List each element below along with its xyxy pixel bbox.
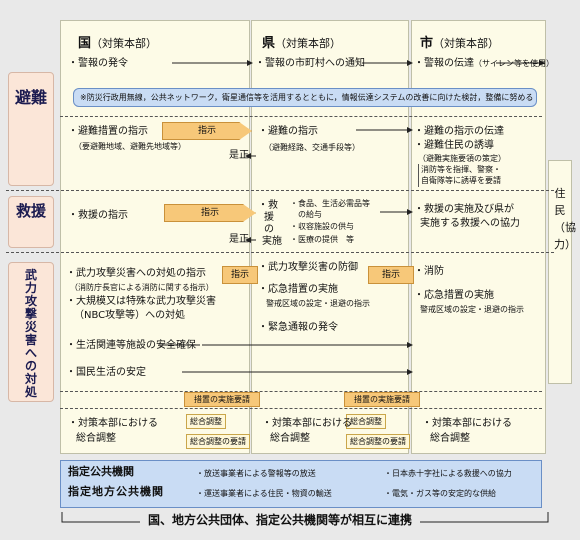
shi-warning: ・警報の伝達（サイレン等を使用） xyxy=(414,58,554,69)
shi-evac-2: ・避難住民の誘導 xyxy=(414,140,494,151)
shi-evac-1: ・避難の指示の伝達 xyxy=(414,126,504,137)
shi-evac-4: 自衛隊等に誘導を要請 xyxy=(418,175,501,187)
ken-coord-2: 総合調整 xyxy=(270,433,310,444)
relief-correction-label: 是正 xyxy=(229,234,249,245)
ken-armed-2-sub: 警戒区域の設定・退避の指示 xyxy=(266,299,370,308)
designated-orgs-box xyxy=(60,460,542,508)
shi-armed-2: ・応急措置の実施 xyxy=(414,290,494,301)
ken-relief-item3: ・医療の提供 等 xyxy=(290,235,354,244)
bottom-item-3: ・日本赤十字社による救援への協力 xyxy=(384,469,512,478)
shi-armed-2-sub: 警戒区域の設定・退避の指示 xyxy=(420,305,524,314)
shi-armed-1: ・消防 xyxy=(414,266,444,277)
kuni-armed-1: ・武力攻撃災害への対処の指示 xyxy=(66,268,206,279)
kuni-evac: ・避難措置の指示 xyxy=(68,126,148,137)
footer-caption: 国、地方公共団体、指定公共機関等が相互に連携 xyxy=(140,514,421,526)
coord-adjust-2: 総合調整 xyxy=(346,414,386,429)
kuni-relief: ・救援の指示 xyxy=(68,210,128,221)
shi-coord-2: 総合調整 xyxy=(430,433,470,444)
ken-relief-item2: ・収容施設の供与 xyxy=(290,222,354,231)
armed-directive-arrow-1: 指示 xyxy=(222,266,258,284)
separator xyxy=(6,190,554,191)
shi-relief-2: 実施する救援への協力 xyxy=(420,218,520,229)
kuni-header: 国（対策本部） xyxy=(78,36,158,51)
side-label-hinan: 避難 xyxy=(8,72,54,186)
evac-directive-arrow: 指示 xyxy=(162,122,252,140)
kuni-armed-2: ・大規模又は特殊な武力攻撃災害 xyxy=(66,296,216,307)
ken-evac: ・避難の指示 xyxy=(258,126,318,137)
kuni-coord-2: 総合調整 xyxy=(76,433,116,444)
ken-warning: ・警報の市町村への通知 xyxy=(255,58,365,69)
ken-coord-1: ・対策本部における xyxy=(262,418,352,429)
kuni-armed-3: ・生活関連等施設の安全確保 xyxy=(66,340,196,351)
shi-coord-1: ・対策本部における xyxy=(422,418,512,429)
shi-relief-1: ・救援の実施及び県が xyxy=(414,204,514,215)
info-system-note: ※防災行政用無線，公共ネットワーク，衛星通信等を活用するとともに，情報伝達システ… xyxy=(73,88,537,107)
request-arrow-1: 措置の実施要請 xyxy=(184,392,260,407)
separator xyxy=(60,408,542,409)
coord-request-1: 総合調整の要請 xyxy=(186,434,250,449)
bottom-org-2: 指定地方公共機関 xyxy=(68,485,164,498)
coord-adjust-1: 総合調整 xyxy=(186,414,226,429)
ken-relief-b: 援 xyxy=(264,212,274,223)
ken-relief-d: 実施 xyxy=(262,236,282,247)
ken-relief-item1b: の給与 xyxy=(298,210,322,219)
kuni-warning: ・警報の発令 xyxy=(68,58,128,69)
kuni-armed-4: ・国民生活の安定 xyxy=(66,367,146,378)
shi-evac-2-sub: （避難実施要領の策定） xyxy=(418,154,506,163)
bottom-item-1: ・放送事業者による警報等の放送 xyxy=(196,469,316,478)
side-label-buryoku: 武力攻撃災害への対処 xyxy=(8,262,54,402)
armed-directive-arrow-2: 指示 xyxy=(368,266,414,284)
coord-request-2: 総合調整の要請 xyxy=(346,434,410,449)
request-arrow-2: 措置の実施要請 xyxy=(344,392,420,407)
kuni-armed-2b: （NBC攻撃等）への対処 xyxy=(74,310,186,321)
separator xyxy=(60,116,542,117)
shi-evac-3: 消防等を指揮、警察・ xyxy=(418,164,501,176)
ken-armed-2: ・応急措置の実施 xyxy=(258,284,338,295)
kuni-coord-1: ・対策本部における xyxy=(68,418,158,429)
evac-correction-label: 是正 xyxy=(229,150,249,161)
kuni-evac-sub: （要避難地域、避難先地域等） xyxy=(74,142,186,151)
kuni-armed-1-sub: （消防庁長官による消防に関する指示） xyxy=(70,283,214,292)
side-label-kyuen: 救援 xyxy=(8,196,54,248)
bottom-item-2: ・運送事業者による住民・物資の輸送 xyxy=(196,489,332,498)
bottom-org-1: 指定公共機関 xyxy=(68,465,134,478)
ken-relief-c: の xyxy=(264,224,274,235)
bottom-item-4: ・電気・ガス等の安定的な供給 xyxy=(384,489,496,498)
relief-directive-arrow: 指示 xyxy=(164,204,256,222)
ken-relief-a: ・救 xyxy=(258,200,278,211)
ken-evac-sub: （避難経路、交通手段等） xyxy=(264,143,360,152)
shi-header: 市（対策本部） xyxy=(420,36,500,51)
ken-relief-item1: ・食品、生活必需品等 xyxy=(290,199,370,208)
separator xyxy=(6,252,554,253)
ken-armed-1: ・武力攻撃災害の防御 xyxy=(258,262,358,273)
resident-box: 住民（協力） xyxy=(548,160,576,384)
ken-armed-3: ・緊急通報の発令 xyxy=(258,322,338,333)
separator xyxy=(60,391,542,392)
ken-header: 県（対策本部） xyxy=(262,36,342,51)
